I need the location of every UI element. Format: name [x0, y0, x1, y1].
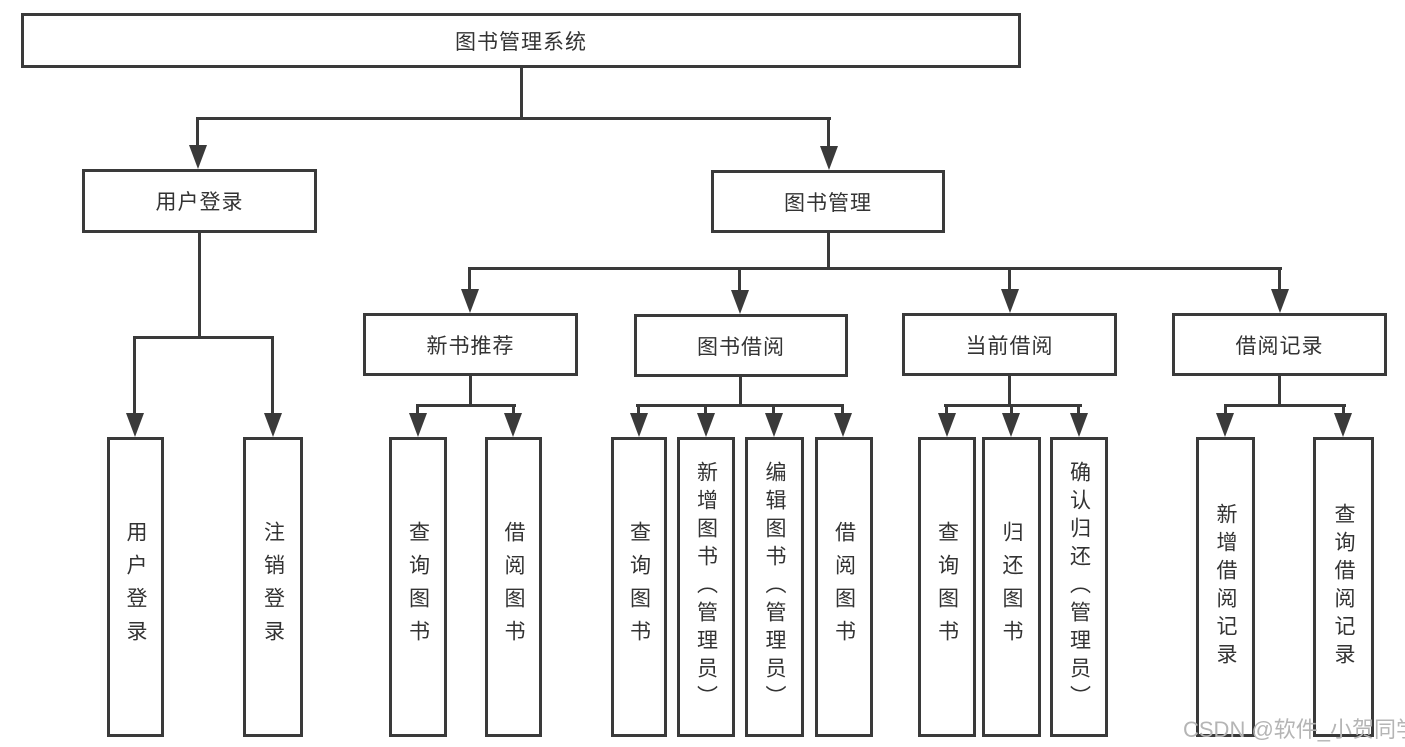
node-borrowing-records: 借阅记录 — [1172, 313, 1387, 376]
node-new-book-recommendation-label: 新书推荐 — [426, 334, 515, 358]
connector-book-borrow-drop-4 — [841, 404, 844, 415]
leaf-logout: 注销登录 — [243, 437, 303, 737]
connector-current-borrow-drop-2 — [1010, 404, 1013, 415]
leaf-bb-edit-book-admin: 编辑图书（管理员） — [745, 437, 804, 737]
node-book-management-label: 图书管理 — [784, 191, 872, 215]
connector-new-book-rec-hbar — [416, 404, 516, 407]
arrow-down-icon — [731, 290, 749, 314]
connector-current-borrow-hbar — [944, 404, 1082, 407]
arrow-down-icon — [1271, 289, 1289, 313]
arrow-down-icon — [834, 413, 852, 437]
leaf-br-search-record-label: 查询借阅记录 — [1332, 503, 1355, 671]
connector-book-borrow-hbar — [636, 404, 844, 407]
leaf-bb-edit-book-admin-label: 编辑图书（管理员） — [763, 461, 786, 713]
connector-new-book-rec-drop-1 — [416, 404, 419, 415]
leaf-rec-search-book-label: 查询图书 — [406, 521, 430, 653]
node-user-login: 用户登录 — [82, 169, 317, 233]
connector-book-borrow-stem — [739, 377, 742, 407]
connector-current-borrow-drop-3 — [1077, 404, 1080, 415]
arrow-down-icon — [765, 413, 783, 437]
node-book-management: 图书管理 — [711, 170, 945, 233]
arrow-down-icon — [189, 145, 207, 169]
arrow-down-icon — [820, 146, 838, 170]
leaf-br-add-record: 新增借阅记录 — [1196, 437, 1255, 737]
arrow-down-icon — [409, 413, 427, 437]
csdn-watermark: CSDN @软件_小贺同学 — [1183, 717, 1405, 742]
connector-book-borrow-drop-2 — [704, 404, 707, 415]
node-new-book-recommendation: 新书推荐 — [363, 313, 578, 376]
leaf-cb-return-book: 归还图书 — [982, 437, 1041, 737]
node-book-borrowing-label: 图书借阅 — [697, 335, 785, 359]
node-current-borrowing-label: 当前借阅 — [965, 334, 1054, 358]
connector-book-mgmt-stem — [827, 233, 830, 270]
connector-root-hbar — [196, 117, 831, 120]
leaf-cb-return-book-label: 归还图书 — [1000, 521, 1023, 653]
leaf-cb-search-book-label: 查询图书 — [935, 521, 959, 653]
leaf-bb-search-book-label: 查询图书 — [627, 521, 651, 653]
node-user-login-label: 用户登录 — [155, 191, 244, 214]
connector-root-stem — [520, 68, 523, 117]
arrow-down-icon — [938, 413, 956, 437]
arrow-down-icon — [1002, 413, 1020, 437]
connector-current-borrow-drop-1 — [945, 404, 948, 415]
node-root-label: 图书管理系统 — [455, 30, 587, 54]
node-current-borrowing: 当前借阅 — [902, 313, 1117, 376]
leaf-br-search-record: 查询借阅记录 — [1313, 437, 1374, 737]
connector-root-drop-left — [196, 117, 199, 147]
arrow-down-icon — [126, 413, 144, 437]
connector-user-login-drop-right — [271, 336, 274, 413]
connector-user-login-hbar — [133, 336, 274, 339]
connector-user-login-stem — [198, 233, 201, 339]
connector-book-borrow-drop-3 — [772, 404, 775, 415]
leaf-rec-borrow-book: 借阅图书 — [485, 437, 542, 737]
leaf-br-add-record-label: 新增借阅记录 — [1214, 503, 1237, 671]
arrow-down-icon — [1070, 413, 1088, 437]
connector-current-borrow-stem — [1008, 376, 1011, 407]
leaf-user-login-label: 用户登录 — [124, 521, 147, 653]
node-root-system: 图书管理系统 — [21, 13, 1021, 68]
node-borrowing-records-label: 借阅记录 — [1235, 334, 1324, 358]
leaf-bb-borrow-book-label: 借阅图书 — [832, 521, 856, 653]
connector-book-mgmt-hbar — [468, 267, 1282, 270]
leaf-bb-search-book: 查询图书 — [611, 437, 667, 737]
connector-borrow-records-hbar — [1224, 404, 1346, 407]
arrow-down-icon — [264, 413, 282, 437]
arrow-down-icon — [461, 289, 479, 313]
connector-book-mgmt-drop-1 — [468, 267, 471, 292]
connector-new-book-rec-drop-2 — [512, 404, 515, 415]
arrow-down-icon — [1334, 413, 1352, 437]
leaf-cb-confirm-return-admin: 确认归还（管理员） — [1050, 437, 1108, 737]
leaf-user-login: 用户登录 — [107, 437, 164, 737]
leaf-logout-label: 注销登录 — [261, 521, 285, 653]
arrow-down-icon — [697, 413, 715, 437]
connector-borrow-records-drop-1 — [1224, 404, 1227, 415]
connector-new-book-rec-stem — [469, 376, 472, 407]
arrow-down-icon — [1216, 413, 1234, 437]
connector-book-mgmt-drop-3 — [1008, 267, 1011, 292]
leaf-rec-borrow-book-label: 借阅图书 — [502, 521, 525, 653]
connector-user-login-drop-left — [133, 336, 136, 413]
node-book-borrowing: 图书借阅 — [634, 314, 848, 377]
connector-borrow-records-stem — [1278, 376, 1281, 407]
arrow-down-icon — [1001, 289, 1019, 313]
connector-root-drop-right — [827, 117, 830, 147]
leaf-bb-add-book-admin-label: 新增图书（管理员） — [694, 461, 718, 713]
arrow-down-icon — [630, 413, 648, 437]
leaf-cb-search-book: 查询图书 — [918, 437, 976, 737]
arrow-down-icon — [504, 413, 522, 437]
leaf-rec-search-book: 查询图书 — [389, 437, 447, 737]
leaf-bb-borrow-book: 借阅图书 — [815, 437, 873, 737]
leaf-cb-confirm-return-admin-label: 确认归还（管理员） — [1067, 461, 1091, 713]
connector-book-mgmt-drop-4 — [1278, 267, 1281, 292]
connector-book-borrow-drop-1 — [637, 404, 640, 415]
connector-borrow-records-drop-2 — [1342, 404, 1345, 415]
leaf-bb-add-book-admin: 新增图书（管理员） — [677, 437, 735, 737]
connector-book-mgmt-drop-2 — [738, 267, 741, 292]
